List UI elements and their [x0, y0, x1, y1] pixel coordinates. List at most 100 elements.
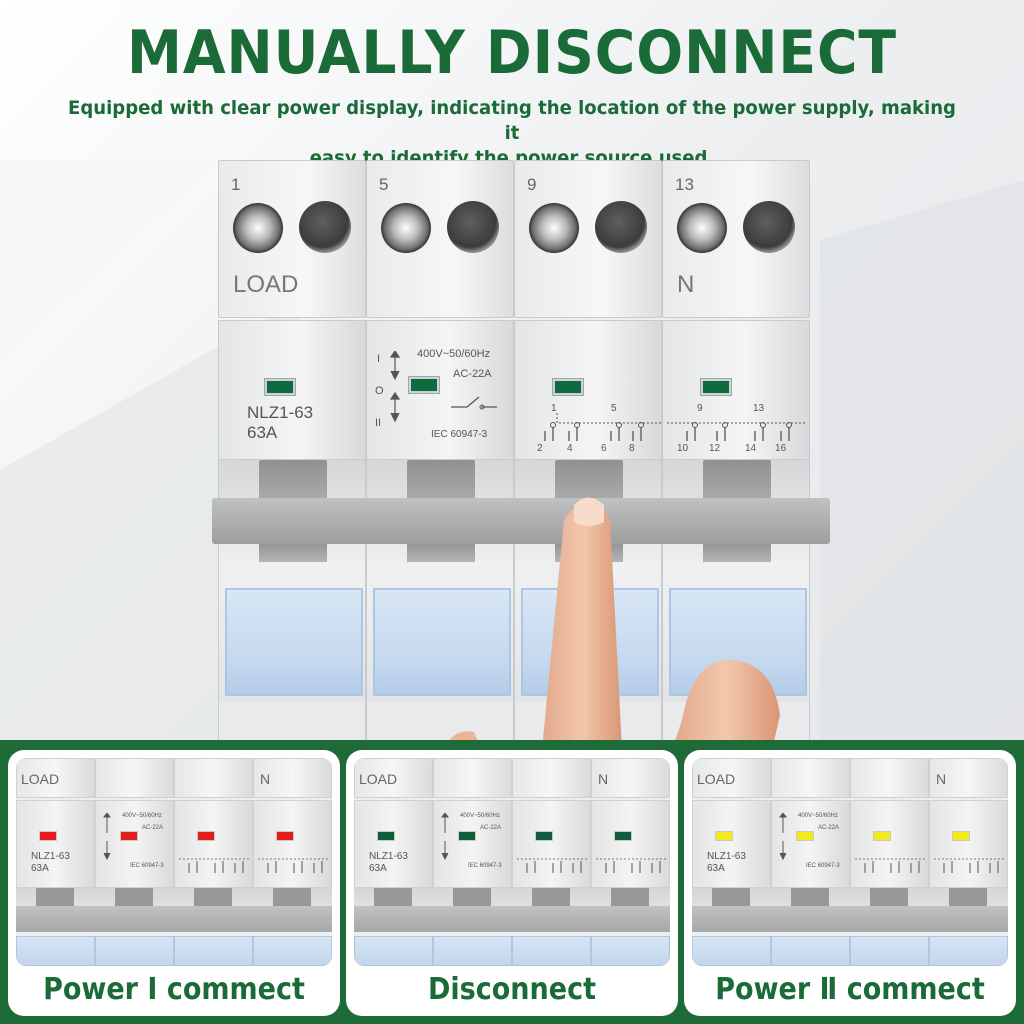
- terminal-number-13: 13: [675, 175, 694, 194]
- diagram-bottom-8: 8: [629, 443, 635, 454]
- wiring-diagram-icon: [667, 422, 807, 441]
- mini-category-label: AC-22A: [480, 825, 502, 831]
- screw-icon: [529, 203, 579, 253]
- mini-wiring-diagram-icon: [855, 858, 927, 873]
- mini-neutral-label: N: [598, 771, 609, 787]
- mini-indicator-led: [197, 831, 215, 841]
- terminal-number-1: 1: [231, 175, 241, 194]
- mini-indicator-led: [377, 831, 395, 841]
- toggle-handle[interactable]: [555, 460, 623, 500]
- terminal-block-3: 9: [514, 160, 662, 318]
- mini-rating-label: 63A: [369, 863, 387, 874]
- mini-wiring-diagram-icon: [596, 858, 668, 873]
- terminal-number-5: 5: [379, 175, 389, 194]
- status-block-1: NLZ1-63 63A: [218, 320, 366, 460]
- terminal-hole-icon: [447, 201, 499, 253]
- standard-label: IEC 60947-3: [431, 429, 488, 440]
- mini-toggle-handle: [194, 888, 232, 908]
- mini-status-block: [253, 800, 332, 888]
- mini-voltage-label: 400V~50/60Hz: [798, 813, 838, 819]
- mini-rating-label: 63A: [707, 863, 725, 874]
- mini-rating-label: 63A: [31, 863, 49, 874]
- label-window: [373, 588, 511, 696]
- status-block-2: I O II 400V~50/60Hz AC-22A IEC 60947-3: [366, 320, 514, 460]
- toggle-handle[interactable]: [703, 460, 771, 500]
- model-label: NLZ1-63: [247, 403, 314, 422]
- mini-indicator-led: [535, 831, 553, 841]
- mini-standard-label: IEC 60947-3: [130, 863, 164, 869]
- mini-neutral-label: N: [936, 771, 947, 787]
- diagram-top-1: 1: [551, 403, 557, 414]
- mini-label-window: [692, 936, 771, 966]
- toggle-handle-lower: [259, 542, 327, 562]
- mini-toggle-handle: [273, 888, 311, 908]
- power-indicator-led: [553, 379, 583, 395]
- mini-neutral-label: N: [260, 771, 271, 787]
- terminal-hole-icon: [743, 201, 795, 253]
- mini-model-label: NLZ1-63: [707, 851, 746, 862]
- mini-model-label: NLZ1-63: [31, 851, 70, 862]
- mini-label-window: [16, 936, 95, 966]
- common-handle-bar[interactable]: [212, 498, 830, 544]
- terminal-block-2: 5: [366, 160, 514, 318]
- panel-state-label: Disconnect: [428, 972, 596, 1007]
- mini-indicator-led: [796, 831, 814, 841]
- mini-label-window: [850, 936, 929, 966]
- mini-pole: [850, 758, 929, 966]
- mini-toggle-handle: [712, 888, 750, 908]
- mini-indicator-led: [120, 831, 138, 841]
- mini-position-arrows-icon: [103, 813, 111, 861]
- diagram-bottom-10: 10: [677, 443, 689, 454]
- label-window-zone-4: [662, 562, 810, 702]
- mini-terminal-block: [174, 758, 253, 798]
- mini-label-window: [354, 936, 433, 966]
- panel-state-label: Power Ⅱ commect: [715, 972, 985, 1007]
- mini-toggle-handle: [453, 888, 491, 908]
- mini-toggle-handle: [791, 888, 829, 908]
- mini-status-block: [929, 800, 1008, 888]
- position-ii-label: II: [375, 417, 382, 429]
- neutral-label: N: [677, 271, 695, 298]
- position-o-label: O: [375, 385, 384, 397]
- mini-position-arrows-icon: [441, 813, 449, 861]
- diagram-bottom-2: 2: [537, 443, 543, 454]
- terminal-number-9: 9: [527, 175, 537, 194]
- mini-terminal-block: [95, 758, 174, 798]
- toggle-handle-lower: [703, 542, 771, 562]
- mini-terminal-block: N: [253, 758, 332, 798]
- mini-load-label: LOAD: [359, 771, 398, 787]
- load-label: LOAD: [233, 271, 299, 298]
- mini-label-window: [253, 936, 332, 966]
- toggle-handle[interactable]: [407, 460, 475, 500]
- mini-terminal-block: N: [591, 758, 670, 798]
- mini-pole: N: [253, 758, 332, 966]
- diagram-bottom-6: 6: [601, 443, 607, 454]
- mini-pole: [512, 758, 591, 966]
- diagram-top-5: 5: [611, 403, 617, 414]
- mini-terminal-block: [512, 758, 591, 798]
- main-breaker: 1 LOAD NLZ1-63 63A 5 I O II: [212, 160, 832, 750]
- page-title: MANUALLY DISCONNECT: [127, 18, 897, 88]
- mini-label-window: [95, 936, 174, 966]
- toggle-handle[interactable]: [259, 460, 327, 500]
- mini-load-label: LOAD: [21, 771, 60, 787]
- position-arrows-icon: [389, 351, 401, 423]
- mini-handle-bar: [354, 906, 670, 932]
- mini-pole: N: [591, 758, 670, 966]
- terminal-block-4: 13 N: [662, 160, 810, 318]
- mini-indicator-led: [873, 831, 891, 841]
- category-label: AC-22A: [453, 368, 492, 380]
